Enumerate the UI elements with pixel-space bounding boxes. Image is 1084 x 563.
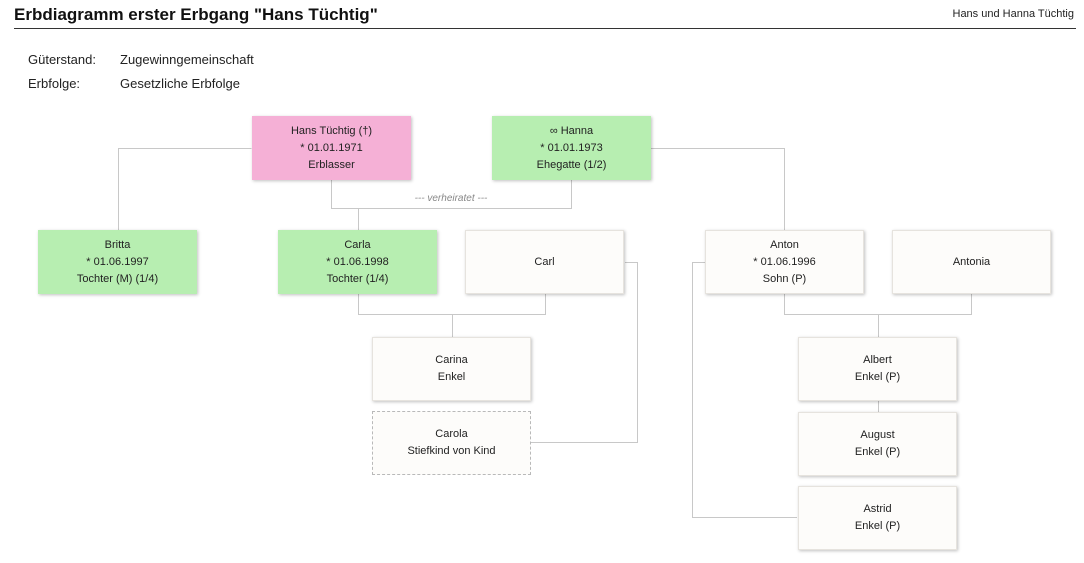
britta-birth: * 01.06.1997	[86, 255, 149, 268]
node-britta[interactable]: Britta * 01.06.1997 Tochter (M) (1/4)	[38, 230, 197, 294]
gueterstand-row: Güterstand: Zugewinngemeinschaft	[28, 52, 254, 67]
astrid-name: Astrid	[863, 503, 892, 515]
carl-name: Carl	[534, 255, 555, 268]
erbfolge-value: Gesetzliche Erbfolge	[120, 76, 240, 91]
britta-role: Tochter (M) (1/4)	[76, 272, 159, 285]
node-antonia[interactable]: Antonia	[892, 230, 1051, 294]
albert-name: Albert	[863, 354, 892, 366]
connector-hanna-anton	[651, 148, 785, 230]
erbfolge-label: Erbfolge:	[28, 76, 81, 91]
node-hanna[interactable]: ∞ Hanna * 01.01.1973 Ehegatte (1/2)	[492, 116, 651, 180]
hanna-birth: * 01.01.1973	[540, 141, 603, 154]
gueterstand-label: Güterstand:	[28, 52, 96, 67]
node-carina[interactable]: Carina Enkel	[372, 337, 531, 401]
hanna-role: Ehegatte (1/2)	[536, 158, 607, 171]
connector-carl-carola	[531, 262, 638, 443]
anton-birth: * 01.06.1996	[753, 255, 816, 268]
carina-name: Carina	[435, 354, 468, 366]
page-title: Erbdiagramm erster Erbgang "Hans Tüchtig…	[14, 5, 378, 24]
connector-marriage	[331, 180, 572, 209]
node-anton[interactable]: Anton * 01.06.1996 Sohn (P)	[705, 230, 864, 294]
carola-name: Carola	[435, 428, 468, 440]
node-astrid[interactable]: Astrid Enkel (P)	[798, 486, 957, 550]
marriage-label: --- verheiratet ---	[402, 193, 500, 204]
gueterstand-value: Zugewinngemeinschaft	[120, 52, 254, 67]
connector-carla-carl	[358, 294, 546, 315]
astrid-role: Enkel (P)	[854, 520, 901, 532]
august-role: Enkel (P)	[854, 446, 901, 458]
hanna-name: ∞ Hanna	[549, 124, 594, 137]
node-hans[interactable]: Hans Tüchtig (†) * 01.01.1971 Erblasser	[252, 116, 411, 180]
britta-name: Britta	[104, 238, 131, 251]
client-name: Hans und Hanna Tüchtig	[952, 8, 1075, 20]
erbfolge-row: Erbfolge: Gesetzliche Erbfolge	[28, 76, 240, 91]
august-name: August	[860, 429, 895, 441]
connector-hans-britta	[118, 148, 252, 230]
carla-name: Carla	[344, 238, 371, 251]
node-albert[interactable]: Albert Enkel (P)	[798, 337, 957, 401]
albert-role: Enkel (P)	[854, 371, 901, 383]
carla-role: Tochter (1/4)	[326, 272, 389, 285]
anton-name: Anton	[770, 238, 799, 251]
page-header: Erbdiagramm erster Erbgang "Hans Tüchtig…	[14, 0, 1076, 29]
carla-birth: * 01.06.1998	[326, 255, 389, 268]
node-august[interactable]: August Enkel (P)	[798, 412, 957, 476]
anton-role: Sohn (P)	[762, 272, 807, 285]
node-carl[interactable]: Carl	[465, 230, 624, 294]
connector-anton-astrid	[692, 262, 797, 518]
hans-role: Erblasser	[308, 158, 355, 171]
hans-name: Hans Tüchtig (†)	[290, 124, 373, 137]
node-carla[interactable]: Carla * 01.06.1998 Tochter (1/4)	[278, 230, 437, 294]
node-carola[interactable]: Carola Stiefkind von Kind	[372, 411, 531, 475]
carina-role: Enkel	[437, 371, 466, 383]
antonia-name: Antonia	[952, 255, 991, 268]
carola-role: Stiefkind von Kind	[407, 445, 496, 457]
hans-birth: * 01.01.1971	[300, 141, 363, 154]
connector-anton-antonia	[784, 294, 972, 315]
